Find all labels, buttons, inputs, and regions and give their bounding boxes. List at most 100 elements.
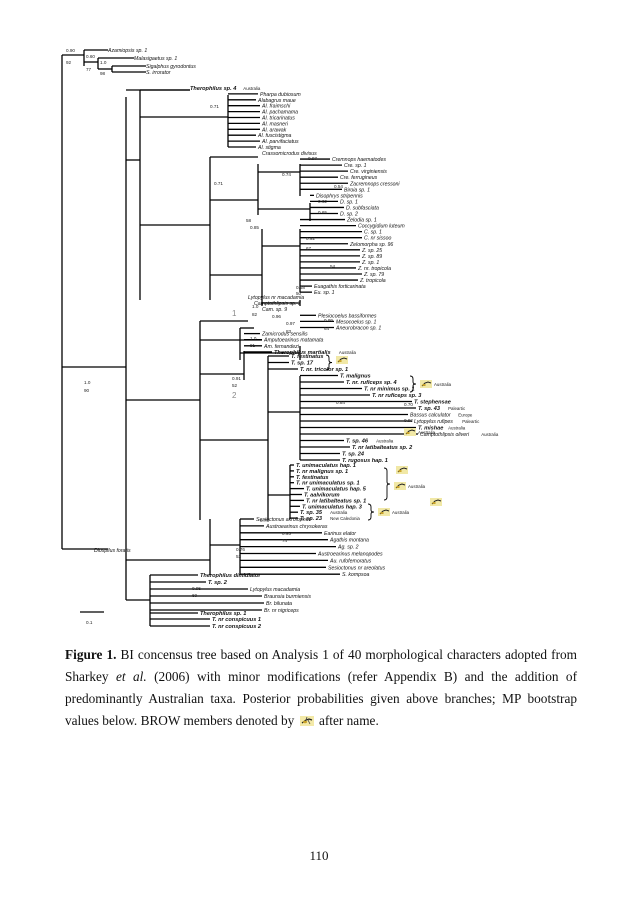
tip-label: T. festinatus — [296, 475, 329, 481]
tip-region-note: Australia — [376, 439, 394, 444]
tip-label: T. sp. 24 — [342, 452, 365, 458]
tip-label: T. nr malignus sp. 1 — [296, 469, 348, 475]
tip-label: Aneurobracon sp. 1 — [335, 326, 381, 332]
tip-label: Austroearinus chrysokeras — [265, 524, 328, 530]
support-value: 0.60 — [86, 54, 95, 59]
support-value: 0.58 — [296, 285, 305, 290]
support-value: 0.74 — [282, 172, 291, 177]
tip-label: Amputoearinus matamata — [263, 338, 324, 344]
tip-label: T. nr conspicuus 2 — [212, 624, 262, 630]
tip-label: T. unimaculatus hap. 3 — [302, 504, 363, 510]
tip-label: Br. nr nigriceps — [264, 608, 299, 614]
scale-bar-label: 0.1 — [86, 620, 93, 625]
tip-label: Z. sp. 1 — [361, 260, 379, 266]
brow-brace — [409, 375, 417, 393]
support-value: 53 — [236, 554, 242, 559]
support-value: 0.97 — [308, 156, 317, 161]
tip-label: Al. parvifaciatus — [261, 139, 299, 145]
region-label: Australia — [392, 510, 410, 515]
tip-label: Zacremnops cressoni — [349, 181, 400, 187]
tip-label: Plesiocoelus bassiformes — [318, 313, 377, 319]
support-value: 0.70 — [404, 402, 413, 407]
brow-brace — [367, 503, 375, 521]
tip-label: T. sp. 2 — [208, 580, 228, 586]
support-value: 0.62 — [318, 199, 327, 204]
tip-label: Z. sp. 89 — [361, 254, 382, 260]
tip-label: Agathis montana — [329, 538, 369, 544]
support-value: 1.0 — [84, 380, 91, 385]
tip-region-note: Europe — [458, 413, 473, 418]
tip-label: T. nr latibalteatus sp. 1 — [306, 498, 366, 504]
support-value: 60 — [192, 593, 198, 598]
tip-label: Ag. sp. 2 — [337, 545, 359, 551]
tip-label: Cam. sp. 9 — [262, 307, 287, 313]
brow-wasp-icon — [420, 380, 432, 388]
tip-label: T. malignus — [340, 374, 371, 380]
tip-label: T. nr. tricolor sp. 1 — [300, 367, 348, 373]
tip-label: T. nr ruficeps sp. 3 — [372, 393, 422, 399]
tip-label: Azamiopsis sp. 1 — [107, 48, 147, 54]
tip-label: Zelodia sp. 1 — [346, 218, 377, 224]
tip-label: T. festinatus — [291, 354, 324, 360]
tip-label: Mesocoelus sp. 1 — [336, 319, 376, 325]
tip-label: Austroearinus melanopodes — [317, 552, 383, 558]
tip-label: T. sp. 17 — [291, 361, 314, 367]
tip-label: Alabagrus maue — [257, 98, 296, 104]
region-label: Australia — [408, 484, 426, 489]
tip-label: Al. tricarinatus — [261, 116, 295, 122]
tip-label: Cre. ferrugineus — [340, 175, 378, 181]
tip-label: Z. nr. tropicola — [357, 266, 391, 272]
support-value: 0.76 — [236, 547, 245, 552]
support-value: 67 — [306, 246, 312, 251]
figure-caption: Figure 1. BI concensus tree based on Ana… — [65, 644, 577, 732]
tip-label: Euagathis forticarinata — [314, 284, 366, 290]
tip-region-note: Australia — [481, 432, 499, 437]
tip-label: D. subfasciata — [346, 205, 379, 211]
tip-label: Malasigaetus sp. 1 — [134, 56, 177, 62]
tip-label: T. aalvikorum — [304, 493, 340, 499]
tip-label: Z. sp. 25 — [361, 248, 382, 254]
tip-label: T. mishae — [418, 426, 443, 432]
brow-wasp-icon — [338, 360, 342, 362]
caption-label: Figure 1. — [65, 647, 117, 662]
tip-label: Bassus calculator — [410, 413, 451, 419]
support-value: 64 — [324, 326, 330, 331]
tip-label: Cre. sp. 1 — [344, 163, 367, 169]
support-value: 0.84 — [336, 400, 345, 405]
brow-wasp-icon — [378, 508, 390, 516]
support-value: 1.0 — [100, 60, 107, 65]
tip-label: Camptothlipsis sp. 3 — [254, 301, 301, 307]
support-value: 0.95 — [192, 586, 201, 591]
brow-wasp-icon — [396, 486, 400, 488]
tip-label: Disophrys stripennis — [316, 193, 363, 199]
tip-label: Earinus elator — [324, 531, 356, 537]
support-value: 0.97 — [286, 321, 295, 326]
tip-label: Al. stigma — [257, 145, 281, 151]
support-value: 58 — [246, 218, 252, 223]
support-value: 0.96 — [272, 314, 281, 319]
tip-label: C. nr sissoo — [364, 236, 392, 242]
support-value: 0.85 — [250, 225, 259, 230]
region-label: Australia — [434, 382, 452, 387]
support-value: 0.95 — [282, 531, 291, 536]
brow-wasp-icon — [404, 428, 416, 436]
support-value: 0.99 — [324, 318, 333, 323]
tip-label: Al. fuscistigma — [257, 133, 292, 139]
tip-region-note: Australia — [243, 86, 261, 91]
tip-label: Zamicrodus sensilis — [261, 332, 308, 338]
tip-region-note: Australia — [448, 426, 466, 431]
support-value: 0.71 — [214, 181, 223, 186]
support-value: 1.0 — [252, 304, 259, 309]
tip-label: Therophilus martialis — [274, 350, 331, 356]
brow-brace — [383, 467, 391, 501]
tip-label: Therophilus sp. 1 — [200, 611, 246, 617]
brow-wasp-icon — [430, 498, 442, 506]
brow-wasp-icon — [380, 512, 384, 514]
tip-label: T. sp. 46 — [346, 439, 369, 445]
brow-wasp-icon — [396, 466, 408, 474]
tip-label: Au. rufofemoratus — [329, 558, 372, 564]
region-label: Australia — [418, 430, 436, 435]
support-value: 74 — [282, 538, 288, 543]
support-value: 92 — [66, 60, 72, 65]
